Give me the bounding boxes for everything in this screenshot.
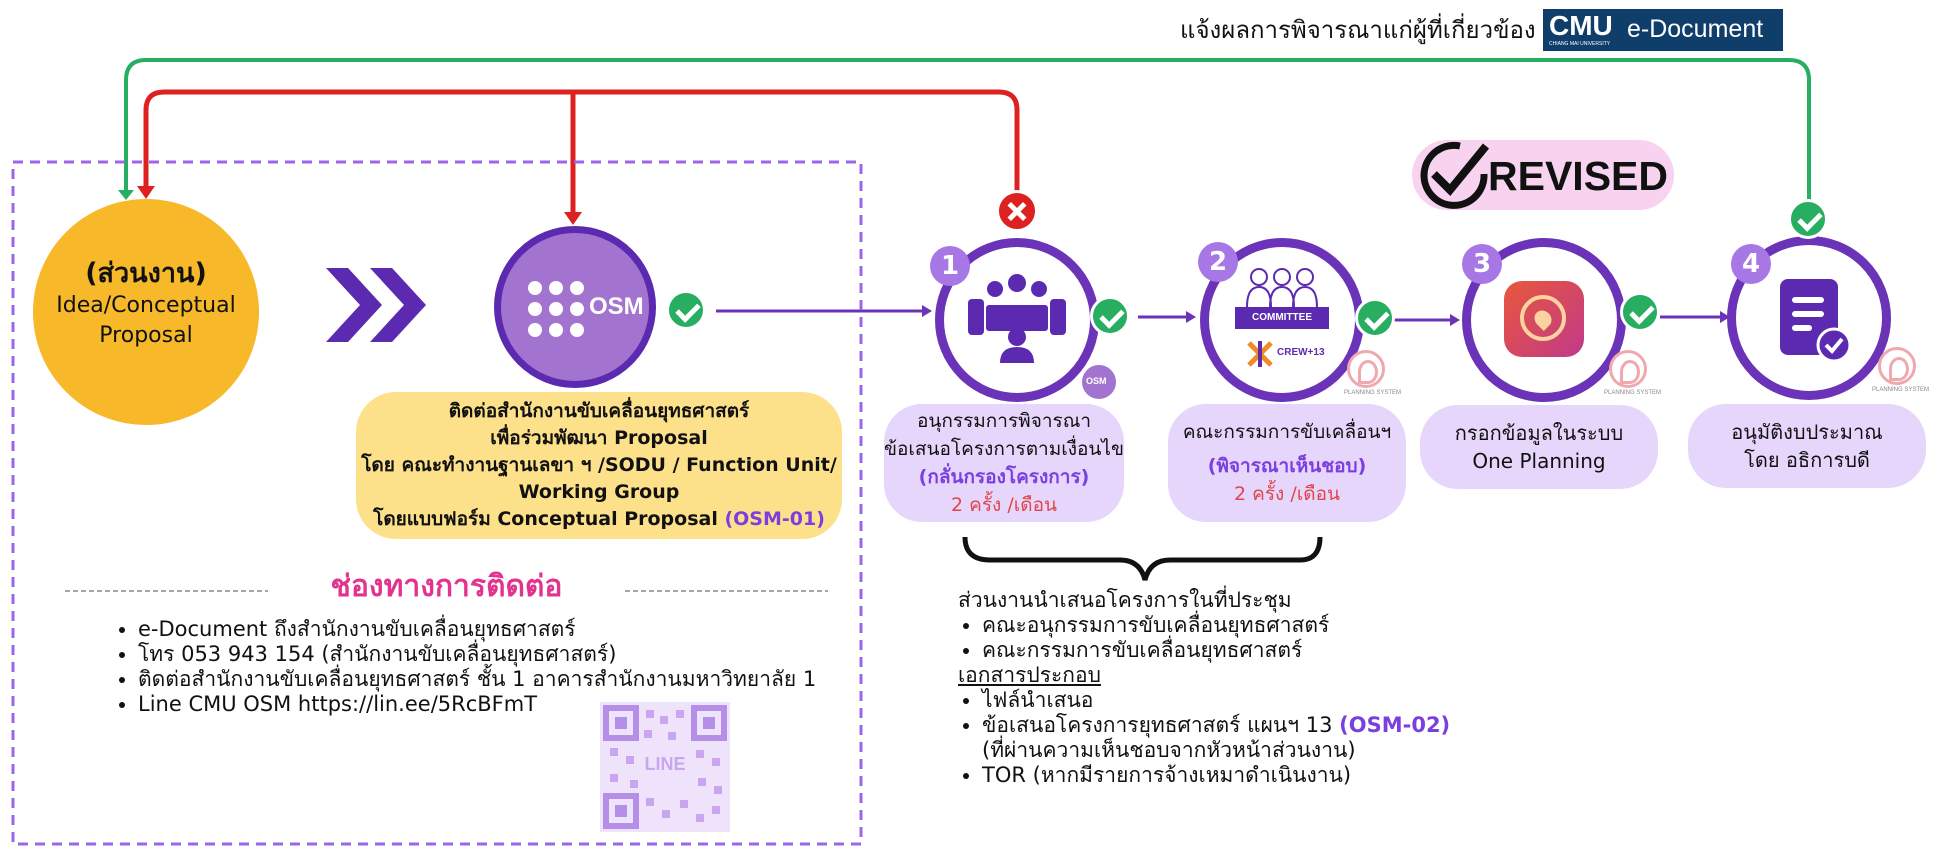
one-planning-app-icon — [1504, 281, 1584, 357]
osm-box-line3: โดย คณะทำงานฐานเลขา ฯ /SODU / Function U… — [361, 454, 837, 476]
revised-text: REVISED — [1488, 153, 1668, 199]
double-chevron-icon — [326, 268, 382, 342]
doc-proposal-code: (OSM-02) — [1339, 713, 1451, 737]
step1-osm-badge-text: OSM — [1086, 376, 1107, 386]
cmu-logo-sub: CHIANG MAI UNIVERSITY — [1549, 41, 1611, 47]
step1-number: 1 — [930, 246, 970, 286]
red-arrowhead-osm — [564, 212, 582, 225]
step4-circle — [1727, 236, 1891, 400]
contact-item-phone: โทร 053 943 154 (สำนักงานขับเคลื่อนยุทธศ… — [138, 642, 834, 667]
osm-logo-circle: OSM — [494, 226, 656, 388]
step2-label-pill: คณะกรรมการขับเคลื่อนฯ (พิจารณาเห็นชอบ) 2… — [1168, 404, 1406, 522]
arrowhead-step1 — [922, 305, 932, 317]
meeting-intro: ส่วนงานนำเสนอโครงการในที่ประชุม — [958, 588, 1292, 612]
step1-label-pill: อนุกรรมการพิจารณา ข้อเสนอโครงการตามเงื่อ… — [884, 404, 1124, 522]
revised-check-icon — [1420, 141, 1490, 209]
step2-number: 2 — [1198, 242, 1238, 282]
cmu-edocument-logo: CMU CHIANG MAI UNIVERSITY e-Document — [1543, 9, 1783, 51]
step1-frequency: 2 ครั้ง /เดือน — [951, 494, 1057, 516]
committee-icon — [1235, 268, 1329, 329]
step3-line1: กรอกข้อมูลในระบบ — [1454, 421, 1624, 445]
step1-reject-icon — [996, 190, 1038, 232]
osm-box-line2: เพื่อร่วมพัฒนา Proposal — [490, 427, 708, 449]
meeting-notes: ส่วนงานนำเสนอโครงการในที่ประชุม คณะอนุกร… — [958, 588, 1518, 788]
doc-tor: TOR (หากมีรายการจ้างเหมาดำเนินงาน) — [982, 763, 1518, 788]
contact-list: e-Document ถึงสำนักงานขับเคลื่อนยุทธศาสต… — [114, 617, 834, 717]
step2-planning-logo — [1347, 350, 1385, 388]
meeting-committee-1: คณะอนุกรรมการขับเคลื่อนยุทธศาสตร์ — [982, 613, 1518, 638]
arrowhead-step4 — [1720, 311, 1730, 323]
meeting-committee-2: คณะกรรมการขับเคลื่อนยุทธศาสตร์ — [982, 638, 1518, 663]
step2-line1: คณะกรรมการขับเคลื่อนฯ — [1182, 421, 1392, 443]
meeting-people-icon — [968, 274, 1066, 363]
step4-planning-caption: PLANNING SYSTEM — [1872, 387, 1930, 393]
start-line2: Proposal — [99, 323, 193, 348]
step3-label-pill: กรอกข้อมูลในระบบ One Planning — [1420, 405, 1658, 489]
step4-planning-logo — [1878, 347, 1916, 385]
arrowhead-step2 — [1186, 311, 1196, 323]
crew13-logo-icon — [1247, 341, 1273, 367]
step4-line1: อนุมัติงบประมาณ — [1731, 420, 1883, 444]
doc-presentation: ไฟล์นำเสนอ — [982, 688, 1518, 713]
step3-check-icon — [1620, 292, 1660, 332]
cmu-logo-text: CMU — [1549, 10, 1613, 41]
double-chevron-icon-2 — [370, 268, 426, 342]
step4-line2: โดย อธิการบดี — [1744, 448, 1870, 472]
step3-line2: One Planning — [1472, 449, 1606, 473]
line-qr-code[interactable]: LINE — [600, 702, 730, 832]
docs-title: เอกสารประกอบ — [958, 663, 1101, 687]
step2-frequency: 2 ครั้ง /เดือน — [1234, 483, 1340, 505]
qr-line-label: LINE — [644, 754, 686, 774]
doc-proposal: ข้อเสนอโครงการยุทธศาสตร์ แผนฯ 13 (OSM-02… — [982, 713, 1518, 763]
start-proposal-circle: (ส่วนงาน) Idea/Conceptual Proposal — [33, 199, 259, 425]
osm-dots-icon — [528, 281, 584, 337]
step1-osm-badge: OSM — [1079, 362, 1119, 402]
document-check-icon — [1780, 279, 1852, 363]
osm-box-line5: โดยแบบฟอร์ม Conceptual Proposal (OSM-01) — [356, 506, 842, 533]
doc-proposal-note: (ที่ผ่านความเห็นชอบจากหัวหน้าส่วนงาน) — [982, 738, 1356, 762]
arrowhead-step3 — [1450, 314, 1460, 326]
green-arrowhead — [118, 190, 134, 200]
step1-line2: ข้อเสนอโครงการตามเงื่อนไข — [884, 438, 1124, 460]
start-title: (ส่วนงาน) — [85, 258, 207, 289]
step4-number: 4 — [1731, 244, 1771, 284]
step2-check-icon — [1355, 298, 1395, 338]
contact-item-office: ติดต่อสำนักงานขับเคลื่อนยุทธศาสตร์ ชั้น … — [138, 667, 834, 692]
step3-number: 3 — [1462, 244, 1502, 284]
revised-stamp: REVISED — [1412, 140, 1674, 210]
qr-pattern — [603, 705, 727, 829]
red-reject-line — [143, 89, 1020, 202]
crew13-label: CREW+13 — [1277, 347, 1325, 358]
step3-planning-caption: PLANNING SYSTEM — [1604, 390, 1662, 396]
green-feedback-line — [124, 58, 1811, 208]
step4-label-pill: อนุมัติงบประมาณ โดย อธิการบดี — [1688, 404, 1926, 488]
osm-box-line1: ติดต่อสำนักงานขับเคลื่อนยุทธศาสตร์ — [448, 400, 750, 422]
step3-planning-logo — [1609, 350, 1647, 388]
step4-check-icon — [1788, 199, 1828, 239]
red-arrowhead-start — [137, 186, 155, 199]
step1-highlight: (กลั่นกรองโครงการ) — [918, 466, 1090, 488]
doc-proposal-text: ข้อเสนอโครงการยุทธศาสตร์ แผนฯ 13 — [982, 713, 1340, 737]
start-line1: Idea/Conceptual — [56, 293, 236, 318]
step1-check-icon — [1090, 296, 1130, 336]
contact-item-edoc: e-Document ถึงสำนักงานขับเคลื่อนยุทธศาสต… — [138, 617, 834, 642]
contact-title: ช่องทางการติดต่อ — [330, 569, 563, 604]
osm-form-code: (OSM-01) — [724, 508, 825, 530]
osm-logo-text: OSM — [589, 293, 644, 320]
contact-item-line: Line CMU OSM https://lin.ee/5RcBFmT — [138, 692, 834, 717]
committee-label: COMMITTEE — [1252, 312, 1312, 323]
osm-info-box: ติดต่อสำนักงานขับเคลื่อนยุทธศาสตร์ เพื่อ… — [356, 392, 842, 539]
osm-box-line4: Working Group — [518, 481, 680, 503]
notify-text: แจ้งผลการพิจารณาแก่ผู้ที่เกี่ยวข้อง — [1180, 16, 1536, 44]
osm-box-form-text: โดยแบบฟอร์ม Conceptual Proposal — [373, 508, 725, 530]
step2-highlight: (พิจารณาเห็นชอบ) — [1207, 455, 1367, 477]
meeting-brace — [962, 536, 1323, 581]
step1-line1: อนุกรรมการพิจารณา — [916, 410, 1092, 432]
step2-planning-caption: PLANNING SYSTEM — [1344, 390, 1402, 396]
osm-check-icon — [666, 290, 706, 330]
edocument-text: e-Document — [1627, 15, 1764, 43]
